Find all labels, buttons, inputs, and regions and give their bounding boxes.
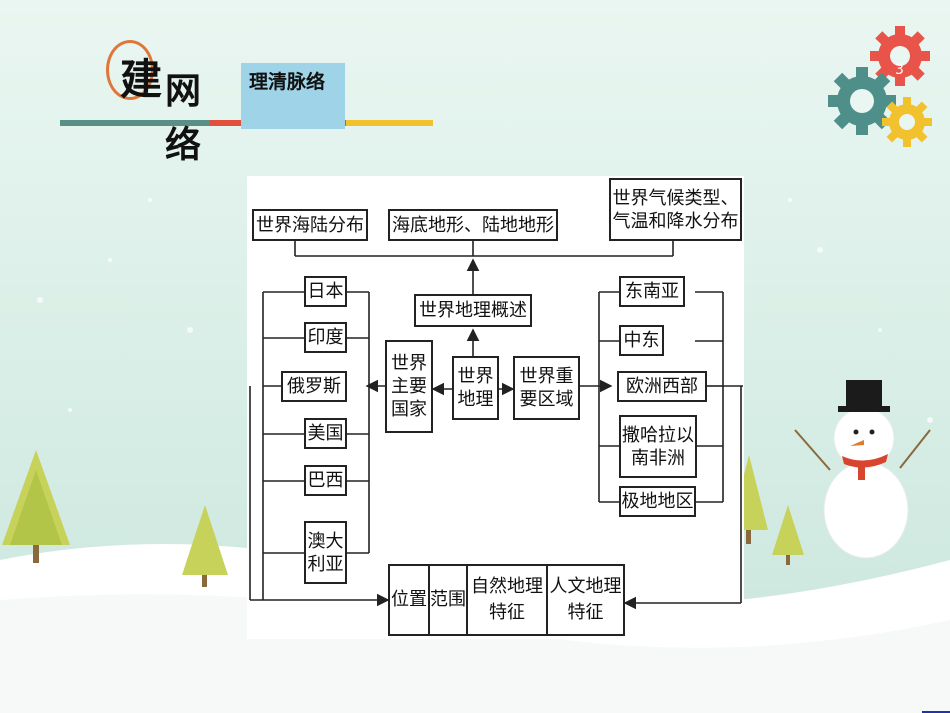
features-table: 位置 范围 自然地理特征 人文地理特征 <box>388 564 625 636</box>
box-sea-land-distribution: 世界海陆分布 <box>252 209 368 241</box>
region-southeast-asia: 东南亚 <box>619 276 685 307</box>
header-bar-yellow <box>346 120 433 126</box>
feature-location: 位置 <box>391 589 427 610</box>
box-terrain: 海底地形、陆地地形 <box>388 209 558 241</box>
region-polar: 极地地区 <box>619 486 696 517</box>
box-climate: 世界气候类型、气温和降水分布 <box>609 178 742 241</box>
region-middle-east: 中东 <box>619 325 664 356</box>
country-japan: 日本 <box>304 276 347 307</box>
header-bar-teal <box>60 120 210 126</box>
country-brazil: 巴西 <box>304 465 347 496</box>
feature-human: 人文地理特征 <box>546 566 623 634</box>
box-major-countries: 世界主要国家 <box>385 340 433 433</box>
feature-physical: 自然地理特征 <box>466 566 546 634</box>
region-western-europe: 欧洲西部 <box>617 371 707 402</box>
box-world-overview: 世界地理概述 <box>414 294 532 327</box>
title-circle-decoration <box>106 40 154 100</box>
title-char-3: 络 <box>165 125 202 166</box>
diagram-connectors <box>249 240 743 610</box>
country-usa: 美国 <box>304 418 347 449</box>
country-india: 印度 <box>304 322 347 353</box>
box-world-geography: 世界地理 <box>452 356 499 420</box>
concept-diagram: 世界海陆分布 海底地形、陆地地形 世界气候类型、气温和降水分布 世界地理概述 世… <box>247 176 744 639</box>
title-char-1: 建 <box>120 55 163 104</box>
country-australia: 澳大利亚 <box>304 521 347 584</box>
section-tag: 理清脉络 <box>241 63 345 129</box>
country-russia: 俄罗斯 <box>281 371 347 402</box>
corner-mark <box>922 711 950 713</box>
region-sub-saharan-africa: 撒哈拉以南非洲 <box>619 415 697 478</box>
box-important-regions: 世界重要区域 <box>513 356 580 420</box>
title-char-2: 网 <box>165 71 202 112</box>
page-number: 3 <box>895 62 904 78</box>
feature-extent: 范围 <box>428 566 466 634</box>
